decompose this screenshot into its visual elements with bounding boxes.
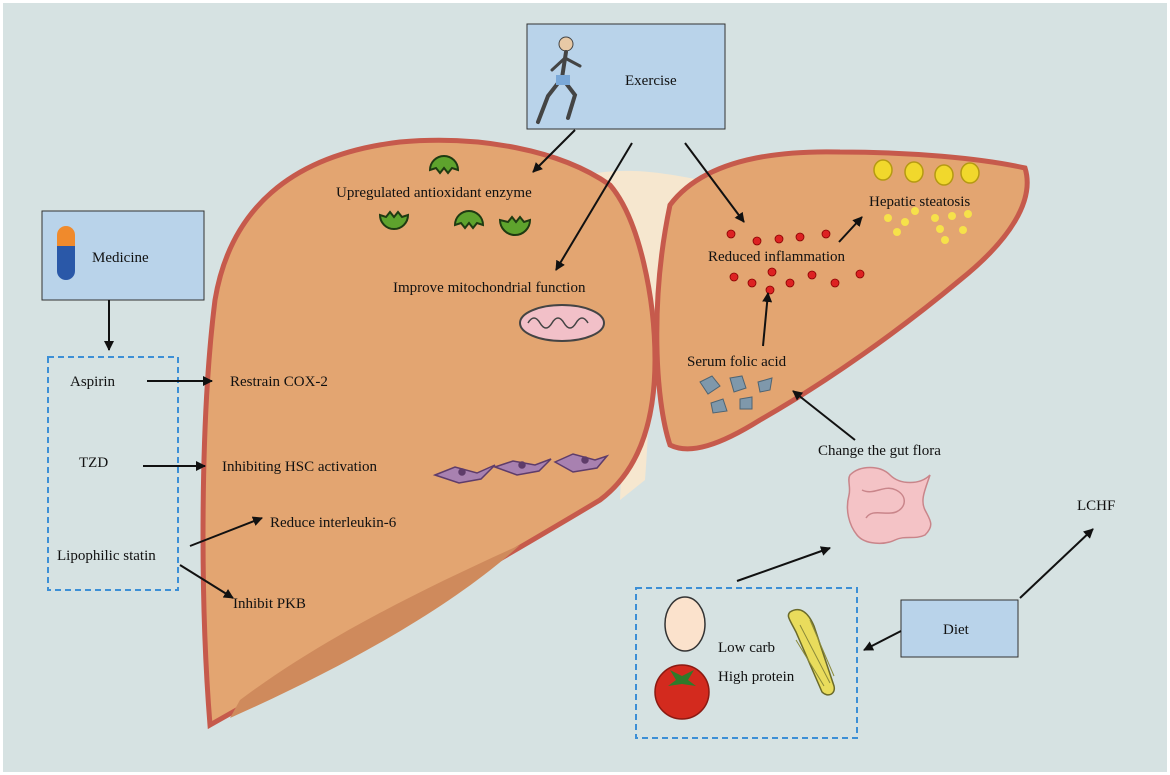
antioxidant-label: Upregulated antioxidant enzyme [336,185,532,201]
egg-icon [664,596,706,652]
folic-label: Serum folic acid [687,354,787,370]
arrow-inflammation-steatosis [838,216,863,243]
drug-group [47,356,179,591]
arrow-folic-inflammation [762,292,773,347]
diet-label: Diet [943,622,970,638]
folic-acid-icons [699,375,773,414]
liver-left-lobe [200,137,658,730]
tzd-label: TZD [79,455,108,471]
medicine-box: Medicine [41,210,205,301]
hsc-cell-icons [432,453,610,484]
statin-label: Lipophilic statin [57,548,156,564]
gut-label: Change the gut flora [818,443,941,459]
inflammation-label: Reduced inflammation [708,249,846,265]
mitochondrion-icon [519,304,605,342]
liver-lower-shadow [230,545,520,718]
arrow-diet-food [863,630,902,651]
arrow-exercise-inflammation [684,142,745,223]
cox2-label: Restrain COX-2 [230,374,328,390]
capsule-icon [57,226,75,280]
arrow-exercise-mitochondria [555,142,633,271]
arrow-exercise-antioxidant [532,129,576,173]
runner-icon [536,36,582,124]
arrow-food-gut [736,546,831,582]
corn-icon [787,608,836,696]
arrow-statin-il6 [189,516,263,547]
arrow-statin-pkb [179,564,234,599]
low-carb-label: Low carb [718,640,775,656]
mitochondrial-label: Improve mitochondrial function [393,280,586,296]
steatosis-label: Hepatic steatosis [869,194,970,210]
food-group [635,587,858,739]
il6-label: Reduce interleukin-6 [270,515,397,531]
arrow-gut-folic [792,390,856,441]
liver-right-lobe [654,149,1030,452]
hsc-label: Inhibiting HSC activation [222,459,377,475]
intestine-icon [846,466,932,545]
enzyme-icons [378,155,532,236]
diet-box: Diet [900,599,1019,658]
inflammation-dots [726,229,865,295]
lchf-label: LCHF [1077,498,1115,514]
pkb-label: Inhibit PKB [233,596,306,612]
arrow-diet-lchf [1019,528,1094,599]
exercise-label: Exercise [625,73,677,89]
fat-droplet-icons [873,159,980,186]
tomato-icon [654,664,710,720]
high-protein-label: High protein [718,669,795,685]
aspirin-label: Aspirin [70,374,116,390]
exercise-box: Exercise [526,23,726,130]
small-fat-droplets [884,207,972,244]
medicine-label: Medicine [92,250,149,266]
